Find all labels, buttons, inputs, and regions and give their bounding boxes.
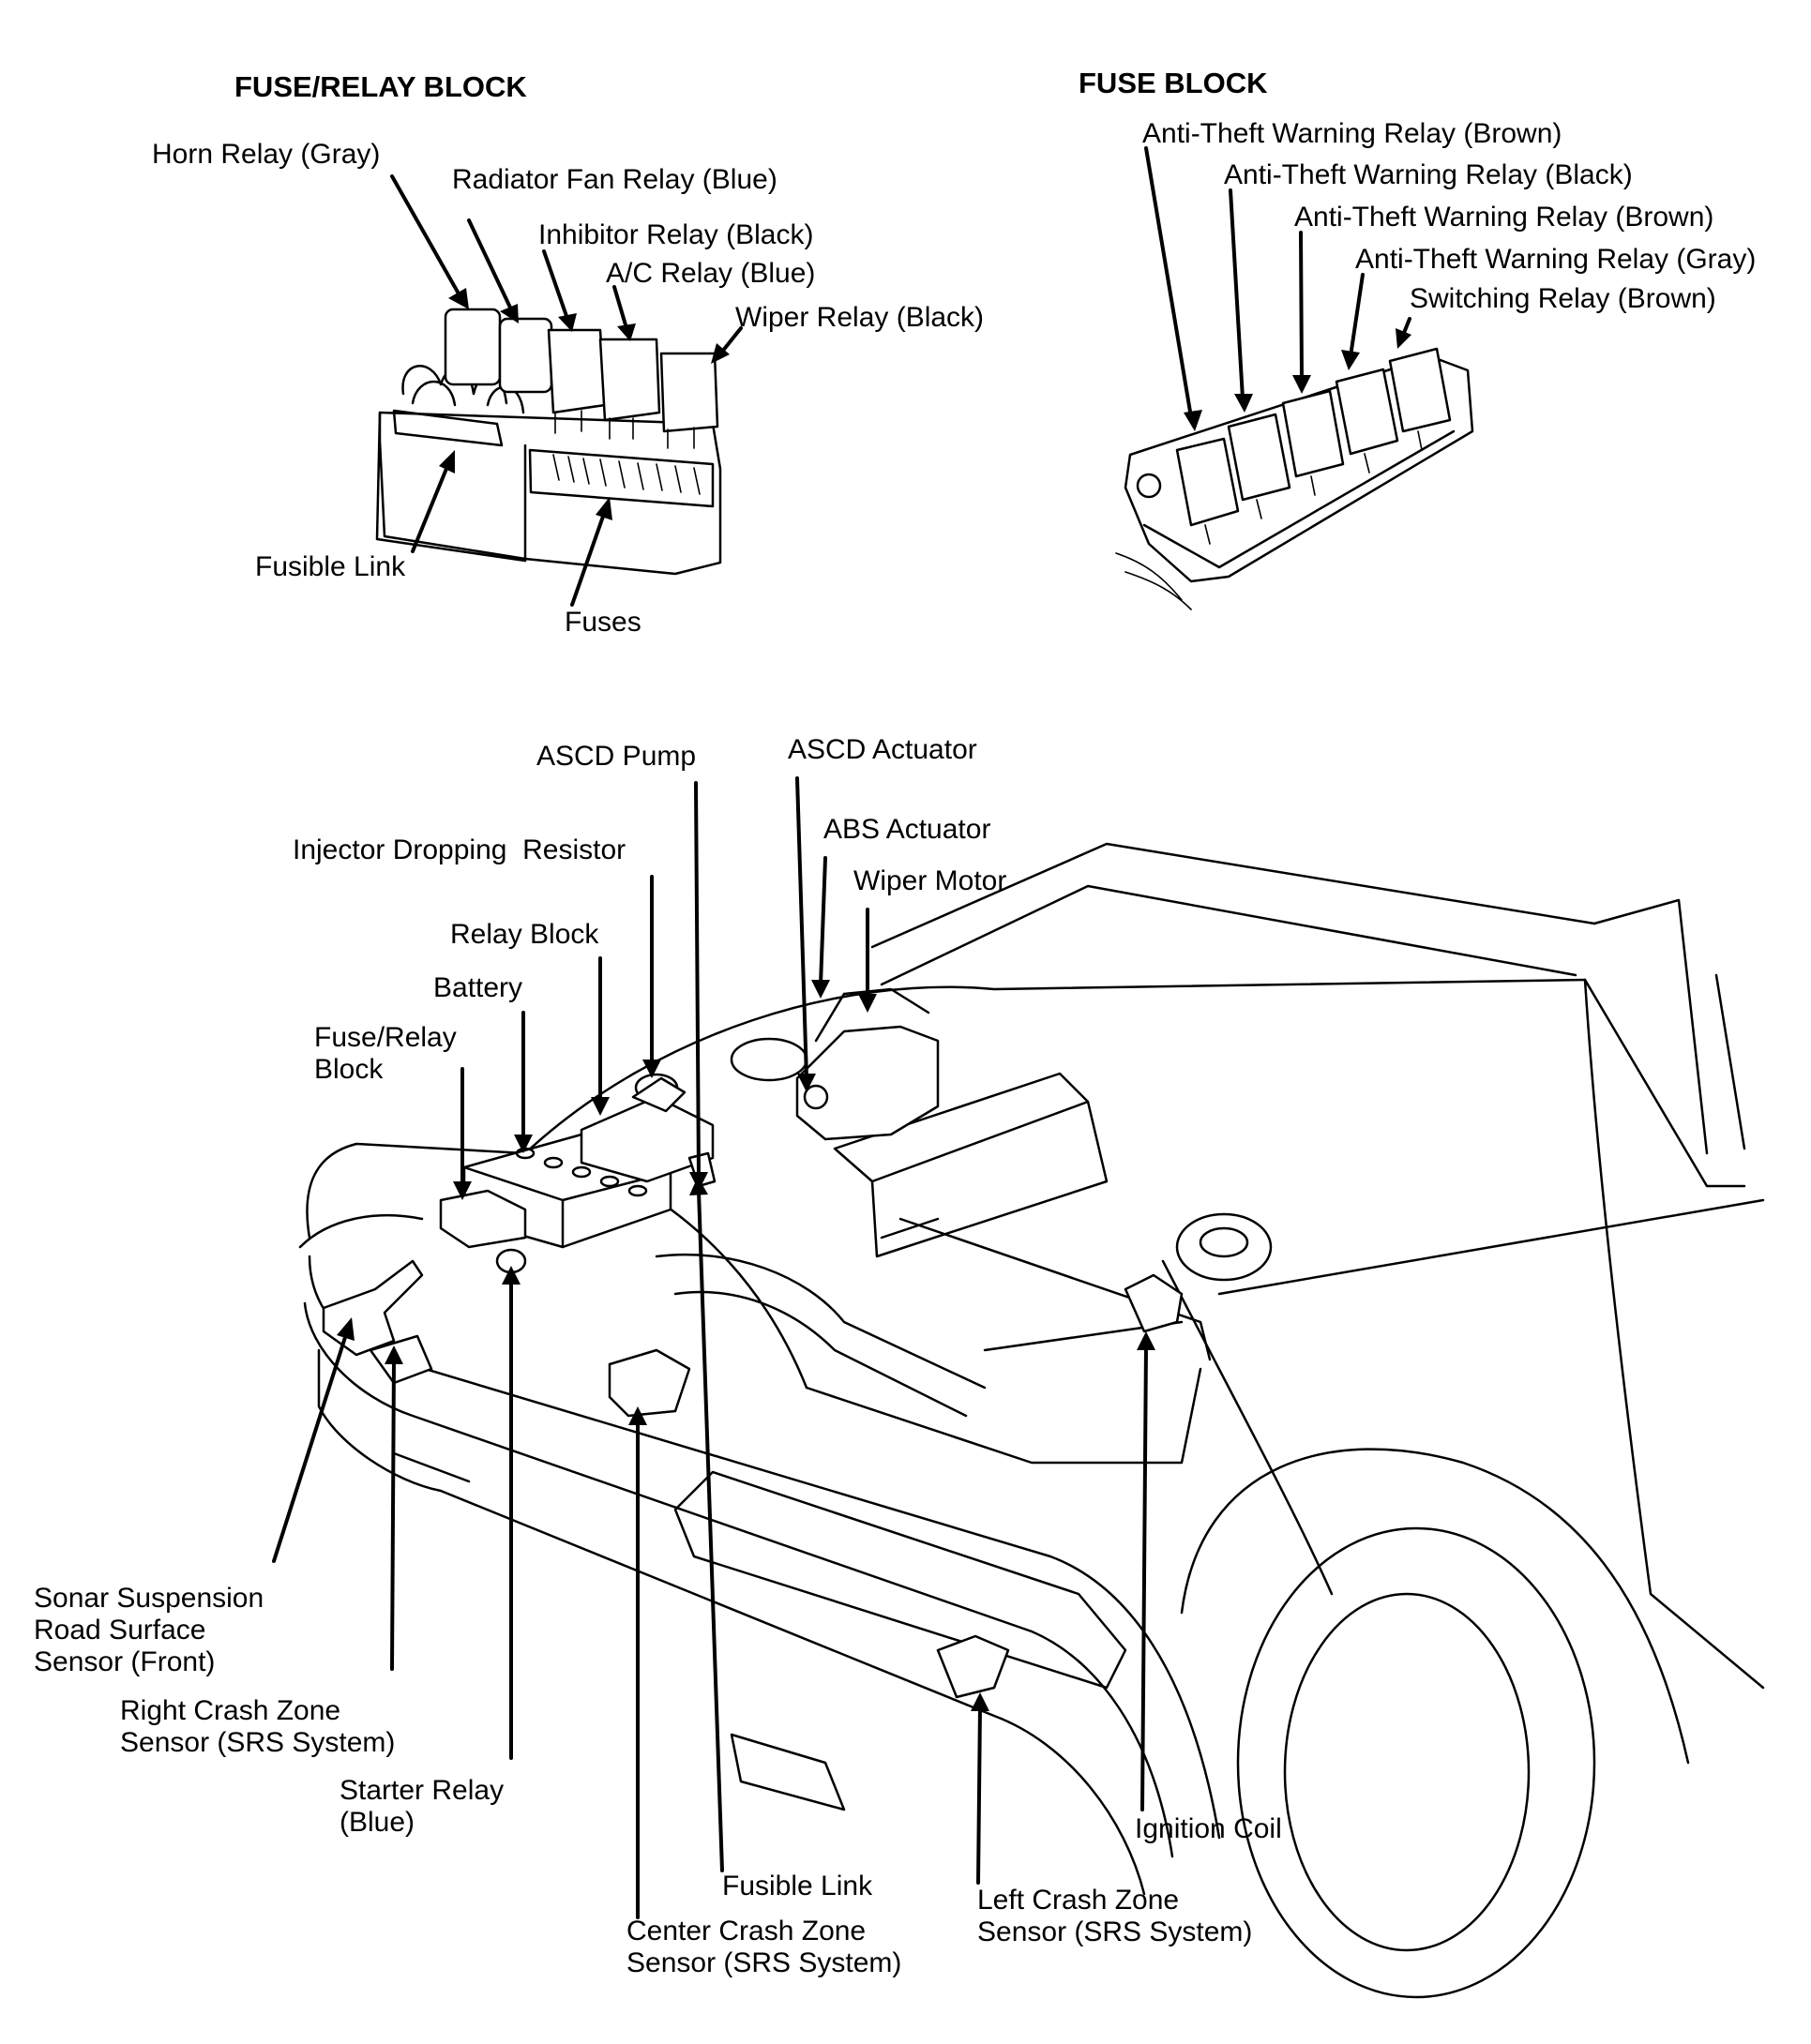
label-center-crash-sensor: Center Crash Zone Sensor (SRS System) [626,1916,902,1978]
label-ac-relay: A/C Relay (Blue) [606,258,816,289]
label-ascd-pump: ASCD Pump [536,741,697,772]
label-abs-actuator: ABS Actuator [823,814,991,845]
label-horn-relay: Horn Relay (Gray) [152,139,381,170]
label-fuses: Fuses [565,607,641,638]
fuse-relay-block-illustration [375,308,722,576]
label-anti-theft-relay-1: Anti-Theft Warning Relay (Brown) [1142,118,1562,149]
car-illustration [298,842,1765,1999]
label-right-crash-sensor: Right Crash Zone Sensor (SRS System) [120,1695,396,1758]
label-fusible-link-block: Fusible Link [255,551,406,582]
label-fusible-link-car: Fusible Link [722,1871,873,1901]
label-battery: Battery [433,972,523,1003]
label-anti-theft-relay-3: Anti-Theft Warning Relay (Brown) [1294,202,1714,233]
label-sonar-sensor: Sonar Suspension Road Surface Sensor (Fr… [34,1583,264,1677]
label-starter-relay: Starter Relay (Blue) [340,1775,505,1838]
label-radiator-fan-relay: Radiator Fan Relay (Blue) [452,164,777,195]
label-anti-theft-relay-2: Anti-Theft Warning Relay (Black) [1224,159,1633,190]
leader-lines [272,146,1411,1919]
label-switching-relay: Switching Relay (Brown) [1410,283,1716,314]
label-anti-theft-relay-4: Anti-Theft Warning Relay (Gray) [1355,244,1757,275]
label-injector-dropping-resistor: Injector Dropping Resistor [293,834,626,865]
label-wiper-motor: Wiper Motor [853,865,1007,896]
label-left-crash-sensor: Left Crash Zone Sensor (SRS System) [977,1885,1253,1947]
label-wiper-relay: Wiper Relay (Black) [735,302,985,333]
heading-fuse-relay-block: FUSE/RELAY BLOCK [234,70,527,103]
label-ascd-actuator: ASCD Actuator [788,734,977,765]
label-inhibitor-relay: Inhibitor Relay (Black) [538,219,814,250]
label-fuse-relay-block-car: Fuse/Relay Block [314,1022,457,1085]
label-ignition-coil: Ignition Coil [1135,1813,1282,1844]
heading-fuse-block: FUSE BLOCK [1079,67,1268,99]
fuse-block-illustration [1115,347,1474,610]
label-relay-block: Relay Block [450,919,599,950]
